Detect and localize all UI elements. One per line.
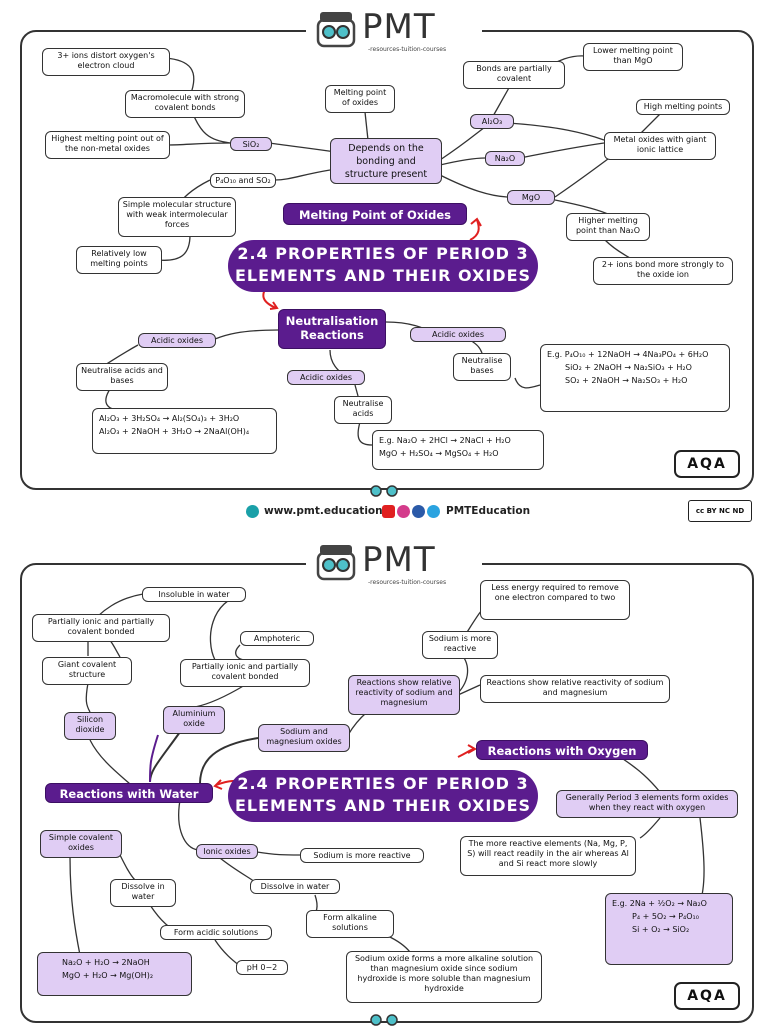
footer: www.pmt.education PMTEducation xyxy=(0,503,768,521)
oxygen-eq-1: E.g. 2Na + ½O₂ → Na₂O xyxy=(612,899,707,908)
map2-title: 2.4 PROPERTIES OF PERIOD 3 ELEMENTS AND … xyxy=(228,770,538,822)
youtube-icon xyxy=(382,505,395,518)
na2o-node: Na₂O xyxy=(485,151,525,166)
al2o3-node: Al₂O₃ xyxy=(470,114,514,129)
acidic-eq-1: E.g. P₄O₁₀ + 12NaOH → 4Na₃PO₄ + 6H₂O xyxy=(547,350,709,359)
more-reactive-elements: The more reactive elements (Na, Mg, P, S… xyxy=(460,836,636,876)
acidic-equations: E.g. P₄O₁₀ + 12NaOH → 4Na₃PO₄ + 6H₂O SiO… xyxy=(540,344,730,412)
twitter-icon xyxy=(427,505,440,518)
ionic-oxides: Ionic oxides xyxy=(196,844,258,859)
pmt-owl-icon xyxy=(316,12,356,48)
less-energy: Less energy required to remove one elect… xyxy=(480,580,630,620)
acidic-oxides-middle: Acidic oxides xyxy=(287,370,365,385)
reactions-show-right: Reactions show relative reactivity of so… xyxy=(480,675,670,703)
goggles-icon-2 xyxy=(370,1014,398,1026)
water-eq-2: MgO + H₂O → Mg(OH)₂ xyxy=(62,971,154,980)
silicon-dioxide: Silicon dioxide xyxy=(64,712,116,740)
relatively-low-mp: Relatively low melting points xyxy=(76,246,162,274)
reactions-show-left: Reactions show relative reactivity of so… xyxy=(348,675,460,715)
melting-point-of-oxides: Melting point of oxides xyxy=(325,85,395,113)
basic-eq-2: MgO + H₂SO₄ → MgSO₄ + H₂O xyxy=(379,449,499,458)
giant-covalent-structure: Giant covalent structure xyxy=(42,657,132,685)
amphoteric-equations: Al₂O₃ + 3H₂SO₄ → Al₂(SO₄)₃ + 3H₂O Al₂O₃ … xyxy=(92,408,277,454)
form-acidic-solutions: Form acidic solutions xyxy=(160,925,272,940)
water-equations: Na₂O + H₂O → 2NaOH MgO + H₂O → Mg(OH)₂ xyxy=(37,952,192,996)
cursor-icon xyxy=(246,505,259,518)
amphoteric-eq-1: Al₂O₃ + 3H₂SO₄ → Al₂(SO₄)₃ + 3H₂O xyxy=(99,414,240,423)
partially-ionic-right: Partially ionic and partially covalent b… xyxy=(180,659,310,687)
pmt-owl-icon-2 xyxy=(316,545,356,581)
website-link[interactable]: www.pmt.education xyxy=(264,505,383,517)
sio2-node: SiO₂ xyxy=(230,137,272,151)
pmt-wordmark: PMT xyxy=(362,7,436,47)
mgo-node: MgO xyxy=(507,190,555,205)
map1-title-line2: ELEMENTS AND THEIR OXIDES xyxy=(234,266,532,285)
ph-range: pH 0−2 xyxy=(236,960,288,975)
instagram-icon xyxy=(397,505,410,518)
basic-eq-1: E.g. Na₂O + 2HCl → 2NaCl + H₂O xyxy=(379,436,511,445)
form-alkaline-solutions: Form alkaline solutions xyxy=(306,910,394,938)
amphoteric: Amphoteric xyxy=(240,631,314,646)
depends-on-bonding: Depends on the bonding and structure pre… xyxy=(330,138,442,184)
dissolve-in-water-left: Dissolve in water xyxy=(110,879,176,907)
aqa-badge-2: AQA xyxy=(674,982,740,1010)
pmt-logo: PMT -resources-tuition-courses xyxy=(306,10,482,56)
pmt-wordmark-2: PMT xyxy=(362,540,436,580)
oxygen-equations: E.g. 2Na + ½O₂ → Na₂O P₄ + 5O₂ → P₄O₁₀ S… xyxy=(605,893,733,965)
sodium-magnesium-oxides: Sodium and magnesium oxides xyxy=(258,724,350,752)
generally-period3: Generally Period 3 elements form oxides … xyxy=(556,790,738,818)
facebook-icon xyxy=(412,505,425,518)
dissolve-in-water-right: Dissolve in water xyxy=(250,879,340,894)
acidic-oxides-left: Acidic oxides xyxy=(138,333,216,348)
reactions-with-water-heading: Reactions with Water xyxy=(45,783,213,803)
reactions-with-oxygen-heading: Reactions with Oxygen xyxy=(476,740,648,760)
water-eq-1: Na₂O + H₂O → 2NaOH xyxy=(62,958,150,967)
aluminium-oxide: Aluminium oxide xyxy=(163,706,225,734)
sodium-more-reactive-top: Sodium is more reactive xyxy=(422,631,498,659)
sodium-oxide-alkaline: Sodium oxide forms a more alkaline solut… xyxy=(346,951,542,1003)
pmt-tagline-2: -resources-tuition-courses xyxy=(368,579,447,586)
creative-commons-badge: cc BY NC ND xyxy=(688,500,752,522)
sio2-macromolecule: Macromolecule with strong covalent bonds xyxy=(125,90,245,118)
giant-ionic-lattice: Metal oxides with giant ionic lattice xyxy=(604,132,716,160)
social-handle-link[interactable]: PMTEducation xyxy=(446,505,531,517)
map2-title-line1: 2.4 PROPERTIES OF PERIOD 3 xyxy=(237,774,529,793)
oxygen-eq-3: Si + O₂ → SiO₂ xyxy=(632,925,690,934)
neutralise-acids: Neutralise acids xyxy=(334,396,392,424)
simple-covalent-oxides: Simple covalent oxides xyxy=(40,830,122,858)
p4o10-so2-node: P₄O₁₀ and SO₂ xyxy=(210,173,276,188)
map1-title: 2.4 PROPERTIES OF PERIOD 3 ELEMENTS AND … xyxy=(228,240,538,292)
oxygen-eq-2: P₄ + 5O₂ → P₄O₁₀ xyxy=(632,912,699,921)
lower-mp-than-mgo: Lower melting point than MgO xyxy=(583,43,683,71)
melting-point-heading: Melting Point of Oxides xyxy=(283,203,467,225)
pmt-logo-2: PMT -resources-tuition-courses xyxy=(306,543,482,589)
sio2-highest: Highest melting point out of the non-met… xyxy=(45,131,170,159)
partially-ionic-left: Partially ionic and partially covalent b… xyxy=(32,614,170,642)
two-plus-ions: 2+ ions bond more strongly to the oxide … xyxy=(593,257,733,285)
acidic-eq-2: SiO₂ + 2NaOH → Na₂SiO₃ + H₂O xyxy=(565,363,692,372)
higher-mp-than-na2o: Higher melting point than Na₂O xyxy=(566,213,650,241)
pmt-tagline: -resources-tuition-courses xyxy=(368,46,447,53)
sio2-distort: 3+ ions distort oxygen's electron cloud xyxy=(42,48,170,76)
sodium-more-reactive: Sodium is more reactive xyxy=(300,848,424,863)
acidic-oxides-right: Acidic oxides xyxy=(410,327,506,342)
simple-molecular: Simple molecular structure with weak int… xyxy=(118,197,236,237)
aqa-badge-1: AQA xyxy=(674,450,740,478)
neutralisation-heading: Neutralisation Reactions xyxy=(278,309,386,349)
acidic-eq-3: SO₂ + 2NaOH → Na₂SO₃ + H₂O xyxy=(565,376,688,385)
map2-title-line2: ELEMENTS AND THEIR OXIDES xyxy=(234,796,532,815)
partially-covalent: Bonds are partially covalent xyxy=(463,61,565,89)
neutralise-acids-and-bases: Neutralise acids and bases xyxy=(76,363,168,391)
amphoteric-eq-2: Al₂O₃ + 2NaOH + 3H₂O → 2NaAl(OH)₄ xyxy=(99,427,250,436)
insoluble-in-water: Insoluble in water xyxy=(142,587,246,602)
basic-equations: E.g. Na₂O + 2HCl → 2NaCl + H₂O MgO + H₂S… xyxy=(372,430,544,470)
map1-title-line1: 2.4 PROPERTIES OF PERIOD 3 xyxy=(237,244,529,263)
high-melting-points: High melting points xyxy=(636,99,730,115)
neutralise-bases: Neutralise bases xyxy=(453,353,511,381)
goggles-icon xyxy=(370,485,398,497)
